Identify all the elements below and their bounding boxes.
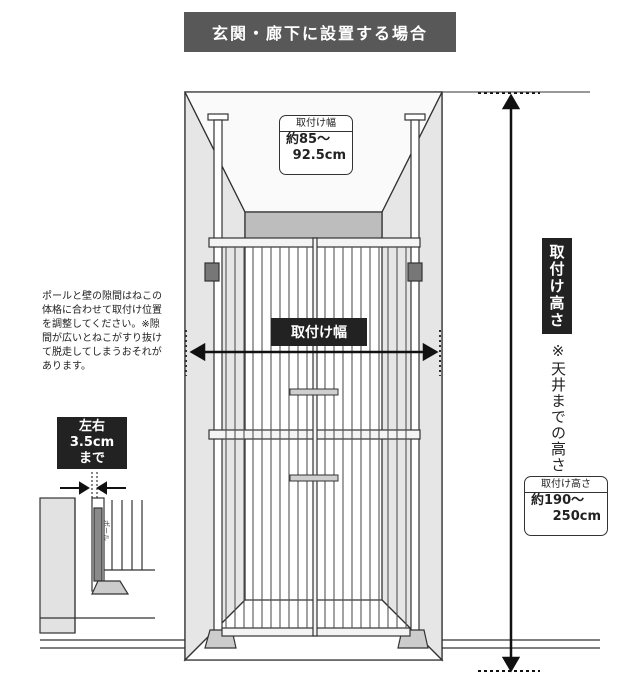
top-box-line1: 約85～ — [286, 132, 331, 147]
top-box-caption: 取付け幅 — [280, 116, 352, 132]
gate-frame — [208, 237, 421, 637]
right-height-box: 取付け高さ 約190～ 250cm — [524, 476, 608, 536]
top-width-box: 取付け幅 約85～ 92.5cm — [279, 115, 353, 175]
gap-label-line1: 左右 — [78, 419, 105, 434]
side-note: ポールと壁の隙間はねこの体格に合わせて取付け位置を調整してください。※隙間が広い… — [42, 291, 162, 372]
gap-arrows — [60, 472, 126, 500]
gate-latches — [289, 388, 339, 482]
width-label: 取付け幅 — [271, 318, 367, 346]
gap-label-line2: 3.5cm — [69, 435, 115, 450]
width-arrow — [189, 342, 439, 362]
height-note: ※天井までの高さ — [549, 342, 567, 473]
detail-inset — [39, 497, 155, 634]
height-label-text: 取付け高さ — [547, 243, 566, 329]
floor-lines — [40, 639, 600, 649]
right-box-line1: 約190～ — [531, 493, 585, 508]
pole-text: ポール — [102, 520, 110, 541]
top-box-line2: 92.5cm — [292, 148, 346, 163]
height-arrow — [478, 92, 540, 673]
gate-bars — [225, 247, 407, 628]
gap-label-line3: まで — [78, 451, 105, 466]
page-title: 玄関・廊下に設置する場合 — [184, 12, 456, 52]
right-box-line2: 250cm — [552, 509, 601, 524]
right-box-caption: 取付け高さ — [525, 477, 607, 493]
gap-label: 左右 3.5cm まで — [57, 417, 127, 469]
height-label: 取付け高さ — [542, 238, 572, 334]
